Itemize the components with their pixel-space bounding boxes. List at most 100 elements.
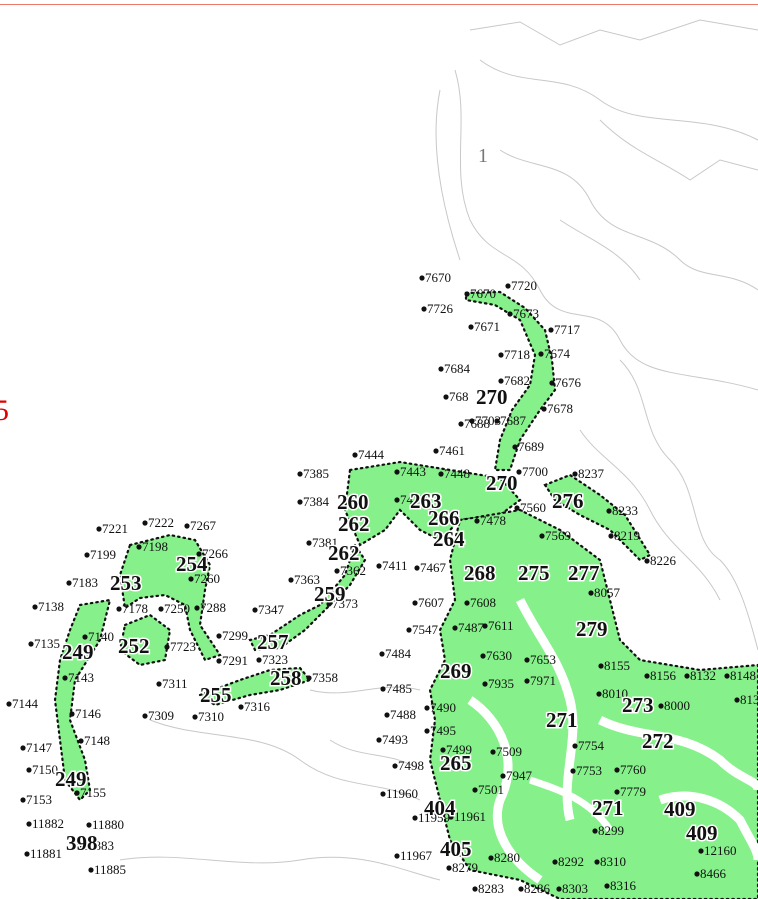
point-label: 7560 bbox=[520, 500, 546, 515]
survey-point bbox=[440, 747, 446, 753]
point-label: 7222 bbox=[148, 515, 174, 530]
region-label: 272 bbox=[642, 729, 674, 753]
region-label: 271 bbox=[546, 708, 578, 732]
point-label: 7720 bbox=[511, 278, 537, 293]
survey-point bbox=[184, 523, 190, 529]
survey-point bbox=[394, 469, 400, 475]
point-label: 7311 bbox=[162, 676, 188, 691]
point-label: 7381 bbox=[312, 535, 338, 550]
region-label: 259 bbox=[314, 582, 346, 606]
region-label: 275 bbox=[518, 561, 550, 585]
point-label: 7437 bbox=[400, 492, 427, 507]
survey-point bbox=[424, 705, 430, 711]
survey-point bbox=[216, 658, 222, 664]
point-label: 7630 bbox=[486, 648, 512, 663]
survey-point bbox=[438, 366, 444, 372]
point-label: 7153 bbox=[26, 792, 52, 807]
survey-point bbox=[514, 505, 520, 511]
point-label: 7688 bbox=[464, 416, 490, 431]
survey-point bbox=[734, 697, 740, 703]
point-label: 7673 bbox=[513, 306, 539, 321]
region-label: 409 bbox=[686, 821, 718, 845]
survey-point bbox=[297, 499, 303, 505]
point-label: 7358 bbox=[312, 670, 338, 685]
point-label: 7309 bbox=[148, 708, 174, 723]
point-label: 7147 bbox=[26, 740, 53, 755]
area-252 bbox=[118, 613, 172, 667]
survey-point bbox=[28, 641, 34, 647]
survey-point bbox=[380, 686, 386, 692]
region-label: 249 bbox=[62, 640, 94, 664]
survey-point bbox=[26, 821, 32, 827]
parcel-outline bbox=[309, 686, 421, 771]
survey-point bbox=[518, 886, 524, 892]
region-label: 258 bbox=[270, 666, 302, 690]
point-label: 8000 bbox=[664, 698, 690, 713]
survey-point bbox=[326, 601, 332, 607]
area-253-254 bbox=[118, 533, 222, 662]
point-label: 7687 bbox=[500, 413, 527, 428]
point-label: 7682 bbox=[504, 373, 530, 388]
survey-point bbox=[614, 789, 620, 795]
point-label: 8310 bbox=[600, 854, 626, 869]
point-label: 8292 bbox=[558, 854, 584, 869]
region-label: 270 bbox=[486, 471, 518, 495]
survey-point bbox=[694, 871, 700, 877]
region-label: 405 bbox=[440, 837, 472, 861]
survey-point bbox=[598, 663, 604, 669]
survey-point bbox=[384, 712, 390, 718]
parcel-outline bbox=[119, 719, 441, 881]
point-label: 7135 bbox=[34, 636, 60, 651]
shaded-areas bbox=[53, 290, 758, 899]
point-label: 7199 bbox=[90, 547, 116, 562]
point-label: 7485 bbox=[386, 681, 412, 696]
survey-point bbox=[394, 853, 400, 859]
point-label: 8466 bbox=[700, 866, 727, 881]
survey-point bbox=[380, 791, 386, 797]
point-label: 8226 bbox=[650, 553, 677, 568]
survey-point bbox=[238, 704, 244, 710]
survey-point bbox=[572, 743, 578, 749]
point-label: 8155 bbox=[604, 658, 630, 673]
parcel-outline bbox=[619, 359, 758, 651]
point-label: 7607 bbox=[418, 595, 445, 610]
point-label: 8132 bbox=[690, 668, 716, 683]
survey-point bbox=[86, 822, 92, 828]
point-label: 8131 bbox=[740, 692, 758, 707]
survey-point bbox=[588, 590, 594, 596]
survey-point bbox=[443, 394, 449, 400]
area-260-266 bbox=[343, 460, 522, 547]
survey-point bbox=[419, 275, 425, 281]
survey-point bbox=[188, 576, 194, 582]
survey-point bbox=[194, 605, 200, 611]
region-label: 265 bbox=[440, 751, 472, 775]
parcel-outline bbox=[454, 69, 758, 391]
region-label: 277 bbox=[568, 561, 600, 585]
region-label: 279 bbox=[576, 617, 608, 641]
point-label: 8219 bbox=[614, 528, 640, 543]
region-label: 398 bbox=[66, 831, 98, 855]
point-label: 7140 bbox=[88, 629, 114, 644]
survey-point bbox=[594, 859, 600, 865]
survey-point bbox=[306, 675, 312, 681]
point-label: 7670 bbox=[470, 286, 496, 301]
point-label: 7484 bbox=[385, 646, 412, 661]
survey-point bbox=[414, 565, 420, 571]
region-label: 276 bbox=[552, 489, 584, 513]
survey-point bbox=[472, 886, 478, 892]
point-label: 7266 bbox=[202, 546, 229, 561]
point-label: 7260 bbox=[194, 571, 220, 586]
point-label: 7684 bbox=[444, 361, 471, 376]
survey-point bbox=[424, 728, 430, 734]
survey-point bbox=[658, 703, 664, 709]
survey-point bbox=[24, 851, 30, 857]
survey-point bbox=[26, 767, 32, 773]
survey-point bbox=[433, 448, 439, 454]
point-label: 7760 bbox=[620, 762, 646, 777]
point-label: 7490 bbox=[430, 700, 456, 715]
survey-point bbox=[538, 351, 544, 357]
point-label: 7150 bbox=[32, 762, 58, 777]
point-label: 7143 bbox=[68, 670, 94, 685]
point-label: 7935 bbox=[488, 676, 514, 691]
